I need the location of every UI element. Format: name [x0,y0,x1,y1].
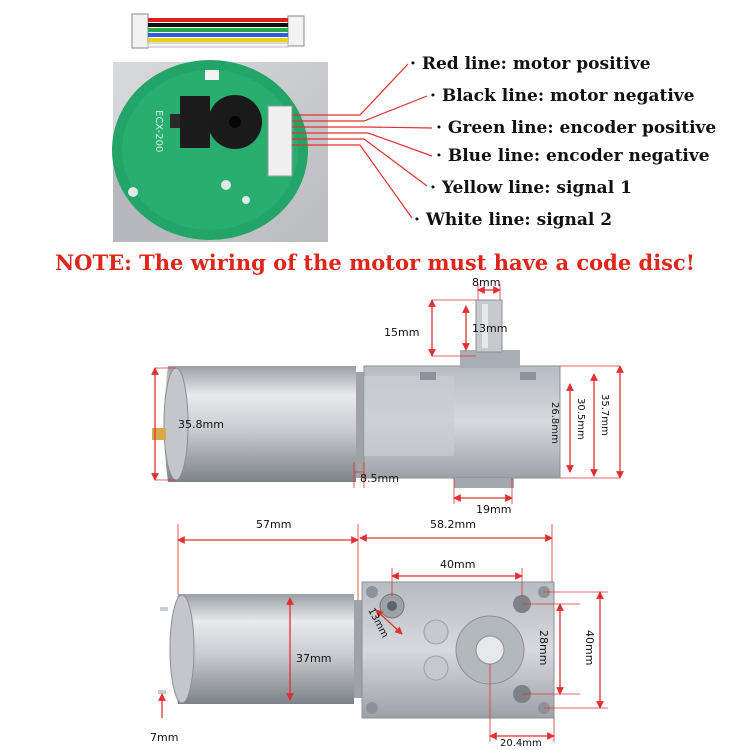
dim-gearbox-length: 58.2mm [430,518,476,531]
wire-pointer-lines [292,63,433,219]
top-view-drawing [158,581,555,719]
wire-label-black-text: Black line: motor negative [441,86,695,106]
side-view-dimension-lines [151,284,624,504]
wire-harness [131,13,305,49]
harness-wire-black [148,23,288,27]
wire-label-yellow: · Yellow line: signal 1 [430,178,632,198]
dim-terminal-length: 7mm [150,731,179,744]
dim-shaft-length: 15mm [384,326,420,339]
wire-label-white-text: White line: signal 2 [425,210,613,230]
pcb-marking: ECX-200 [153,110,164,152]
dim-flange-offset: 8.5mm [360,472,399,485]
dim-hole-spacing-y-inner: 28mm [537,630,550,665]
dim-hole-spacing-x: 40mm [440,558,476,571]
wire-label-red-text: Red line: motor positive [421,54,651,74]
harness-wire-green [148,28,288,32]
wire-label-blue: · Blue line: encoder negative [436,146,710,166]
dim-gearbox-mid: 30.5mm [575,398,586,440]
dim-gearbox-inner: 26.8mm [549,402,560,444]
harness-wire-blue [148,33,288,37]
wire-label-yellow-text: Yellow line: signal 1 [441,178,632,198]
wire-label-green: · Green line: encoder positive [436,118,717,138]
top-view-dimension-lines [158,524,608,742]
dim-hole-spacing-y: 40mm [583,630,596,665]
dim-shaft-flat: 13mm [472,322,508,335]
dim-motor-body-diameter: 37mm [296,652,332,665]
encoder-photo [112,60,328,242]
wire-label-red: · Red line: motor positive [410,54,651,74]
dim-motor-length: 57mm [256,518,292,531]
wire-label-black: · Black line: motor negative [430,86,695,106]
dim-shaft-width: 8mm [472,276,501,289]
dim-shaft-to-edge: 20.4mm [500,738,542,749]
wire-label-blue-text: Blue line: encoder negative [447,146,710,166]
wire-label-green-text: Green line: encoder positive [447,118,717,138]
harness-wire-red [148,18,288,22]
wire-label-white: · White line: signal 2 [414,210,613,230]
dim-gearbox-height: 35.7mm [599,394,610,436]
harness-wire-white [147,42,289,48]
side-view-drawing [152,299,561,488]
harness-wire-yellow [148,38,288,42]
dim-motor-diameter: 35.8mm [178,418,224,431]
wiring-note: NOTE: The wiring of the motor must have … [54,250,696,275]
dim-shaft-offset: 19mm [476,503,512,516]
